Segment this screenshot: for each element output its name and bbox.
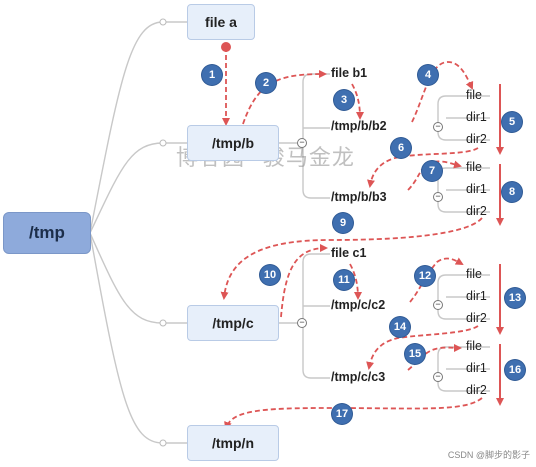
step-badge-14: 14 [390, 317, 410, 337]
step-badge-7: 7 [422, 161, 442, 181]
step-badge-8: 8 [502, 182, 522, 202]
arrow-step-11 [349, 263, 362, 300]
connector-root-tmp-n [89, 232, 164, 444]
leaf-c3-dir2: dir2 [466, 383, 487, 397]
root-node: /tmp [3, 212, 91, 254]
arrow-step-3 [351, 83, 364, 120]
step-badge-13: 13 [505, 288, 525, 308]
arrow-step-14 [366, 325, 479, 370]
leaf-c2-file: file [466, 267, 482, 281]
collapse-toggle-tmp-c[interactable]: − [297, 318, 307, 328]
arrow-step-6 [367, 147, 479, 188]
step-badge-17: 17 [332, 404, 352, 424]
step-badge-1: 1 [202, 65, 222, 85]
node-tmp-c-c3: /tmp/c/c3 [331, 370, 386, 384]
node-file-c1: file c1 [331, 246, 367, 260]
step-badge-11: 11 [334, 270, 354, 290]
node-tmp-b-b2: /tmp/b/b2 [331, 119, 387, 133]
tree-connectors [89, 21, 490, 444]
connector-root-file-a [89, 21, 164, 234]
step-badge-10: 10 [260, 265, 280, 285]
leaf-c3-dir1: dir1 [466, 361, 487, 375]
arrow-step-10 [280, 244, 328, 318]
leaf-b3-file: file [466, 160, 482, 174]
node-file-a: file a [187, 4, 255, 40]
collapse-toggle-b3[interactable]: − [433, 192, 443, 202]
node-tmp-n: /tmp/n [187, 425, 279, 461]
arrow-step-17 [224, 397, 483, 430]
leaf-c2-dir2: dir2 [466, 311, 487, 325]
step-badge-15: 15 [405, 344, 425, 364]
connector-dots [159, 18, 167, 447]
arrow-step-9 [220, 217, 483, 300]
step-badge-4: 4 [418, 65, 438, 85]
leaf-b2-file: file [466, 88, 482, 102]
node-file-b1: file b1 [331, 66, 368, 80]
leaf-b2-dir1: dir1 [466, 110, 487, 124]
arrow-step-7 [407, 160, 462, 191]
step-badge-9: 9 [333, 213, 353, 233]
leaf-b2-dir2: dir2 [466, 132, 487, 146]
collapse-toggle-b2[interactable]: − [433, 122, 443, 132]
collapse-toggle-tmp-b[interactable]: − [297, 138, 307, 148]
node-tmp-b: /tmp/b [187, 125, 279, 161]
step-badge-3: 3 [334, 90, 354, 110]
arrow-step-4 [411, 61, 474, 123]
node-tmp-b-b3: /tmp/b/b3 [331, 190, 387, 204]
leaf-c2-dir1: dir1 [466, 289, 487, 303]
leaf-c3-file: file [466, 339, 482, 353]
collapse-toggle-c2[interactable]: − [433, 300, 443, 310]
arrow-step-12 [409, 257, 464, 303]
node-tmp-c: /tmp/c [187, 305, 279, 341]
leaf-b3-dir1: dir1 [466, 182, 487, 196]
start-dot [221, 42, 231, 52]
step-badge-5: 5 [502, 112, 522, 132]
connector-root-tmp-b [89, 142, 164, 234]
credit-text: CSDN @脚步的影子 [447, 450, 530, 460]
node-tmp-c-c2: /tmp/c/c2 [331, 298, 386, 312]
step-badge-16: 16 [505, 360, 525, 380]
leaf-b3-dir2: dir2 [466, 204, 487, 218]
step-badge-2: 2 [256, 73, 276, 93]
connector-root-tmp-c [89, 232, 164, 324]
step-badge-6: 6 [391, 138, 411, 158]
step-badge-12: 12 [415, 266, 435, 286]
collapse-toggle-c3[interactable]: − [433, 372, 443, 382]
